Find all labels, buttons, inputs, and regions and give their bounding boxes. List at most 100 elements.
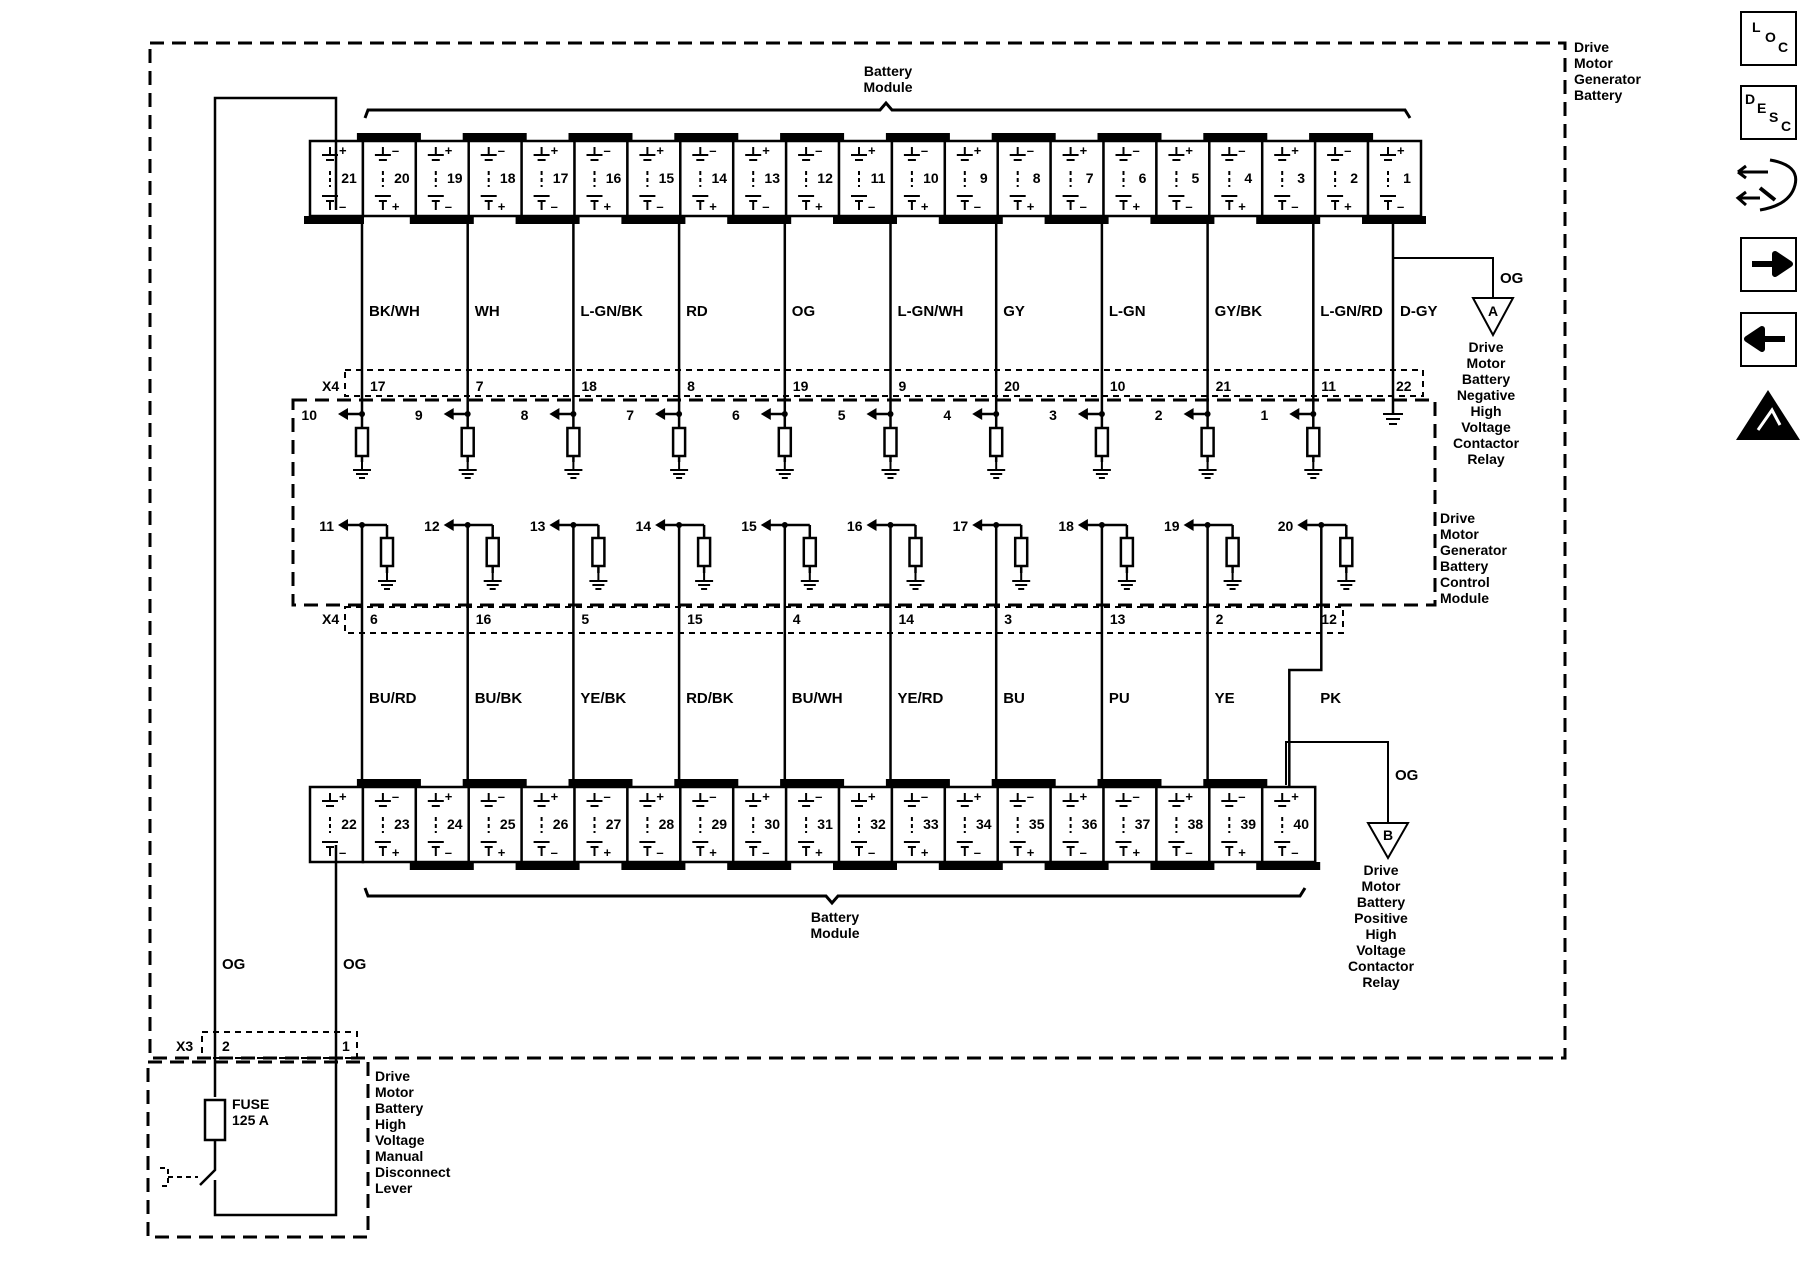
svg-text:+: + [1291,789,1299,804]
battery-cell: –+20 [361,139,418,218]
disconnect-wire-right [213,845,338,1217]
cell-number: 16 [606,170,622,186]
cell-number: 39 [1241,816,1257,832]
resistor-icon [485,536,500,568]
svg-text:+: + [921,199,929,214]
wire-color-label: YE [1215,690,1235,707]
wire-color-label: L-GN/WH [898,303,964,320]
svg-text:–: – [921,143,928,158]
cell-number: 21 [341,170,357,186]
svg-text:D: D [1745,91,1755,107]
resistor-icon [1094,426,1110,458]
svg-text:–: – [339,845,346,860]
module-pin: 16 [847,518,863,534]
battery-cell: –+12 [784,139,841,218]
battery-cell: –+2 [1313,139,1370,218]
wire-layer: BK/WH1710WH79L-GN/BK188RD87OG196L-GN/WH9… [301,224,1438,787]
cell-number: 26 [553,816,569,832]
x4-pin: 14 [899,611,915,627]
bus-bar [674,779,739,787]
x4-pin: 21 [1216,378,1232,394]
prev-arrow-icon[interactable] [1740,312,1797,367]
battery-cell: –+14 [679,139,735,218]
cell-number: 38 [1188,816,1204,832]
battery-cell: +–19 [414,139,471,218]
battery-cell: +–36 [1049,785,1105,864]
battery-cell: +–1 [1366,139,1423,218]
module-pin: 17 [953,518,969,534]
cell-number: 24 [447,816,463,832]
cell-number: 37 [1135,816,1151,832]
svg-text:–: – [604,143,611,158]
svg-text:–: – [445,845,452,860]
resistor-icon [354,426,370,458]
bus-bar [409,862,474,870]
bottom-module-brace [363,887,1307,906]
svg-text:S: S [1769,109,1778,125]
svg-text:–: – [868,845,875,860]
battery-cell: +–5 [1155,139,1211,218]
module-pin: 3 [1049,407,1057,423]
svg-text:–: – [392,789,399,804]
ground-icon [353,462,371,479]
resistor-icon [1225,536,1240,568]
bus-bar [568,779,633,787]
module-pin: 5 [838,407,846,423]
battery-cell: –+16 [573,139,629,218]
svg-text:–: – [656,845,663,860]
connector-wrench-icon[interactable] [1735,158,1798,212]
bus-bar [409,216,474,224]
wire-color-label: YE/RD [898,690,944,707]
bus-bar [991,779,1056,787]
battery-cell: –+4 [1208,139,1264,218]
battery-cell: –+23 [361,785,418,864]
svg-text:+: + [1397,143,1405,158]
bus-bar [1150,862,1215,870]
next-arrow-icon[interactable] [1740,237,1797,292]
disconnect-lever-box [146,1060,370,1239]
battery-cell: +–26 [520,785,576,864]
bus-bar [1044,862,1109,870]
svg-text:+: + [868,143,876,158]
bus-bar [938,216,1003,224]
disconnect-wire-left [213,96,338,1097]
battery-cell: –+25 [467,785,523,864]
x4-upper-label: X4 [322,378,339,394]
x4-pin: 22 [1396,378,1412,394]
cell-number: 28 [659,816,675,832]
svg-text:+: + [339,789,347,804]
pos-relay-ref: B OG [1285,741,1418,861]
loc-icon[interactable]: LOC [1740,11,1797,66]
x4-lower-label: X4 [322,611,339,627]
resistor-icon [802,536,818,568]
wire-color-label: OG [792,303,815,320]
cell-number: 6 [1139,170,1147,186]
ground-icon [881,462,900,479]
svg-text:+: + [445,143,453,158]
x4-pin: 4 [793,611,801,627]
x4-pin: 8 [687,378,695,394]
esd-warning-icon[interactable] [1736,390,1800,440]
resistor-icon [671,426,687,458]
og-label-left: OG [222,956,245,973]
x3-connector [201,1031,358,1059]
svg-text:+: + [1133,199,1141,214]
svg-text:+: + [1027,845,1035,860]
wire-color-label: GY [1003,303,1025,320]
wire-color-label: GY/BK [1215,303,1263,320]
disconnect-switch-icon [199,1140,217,1186]
svg-text:–: – [709,789,716,804]
x4-pin: 19 [793,378,809,394]
wire-color-label: RD/BK [686,690,734,707]
bus-bar [462,133,527,141]
wire-color-label: YE/BK [580,690,626,707]
resistor-icon [1306,426,1321,458]
module-pin: 20 [1278,518,1294,534]
